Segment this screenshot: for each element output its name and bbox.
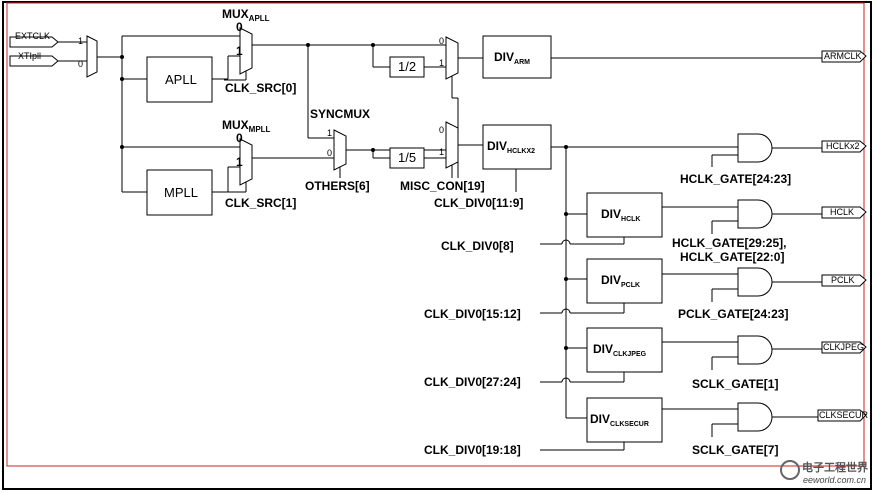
- svg-text:SYNCMUX: SYNCMUX: [310, 107, 370, 121]
- sclk-gate-1-label: SCLK_GATE[1]: [692, 377, 778, 391]
- svg-text:eeworld.com.cn: eeworld.com.cn: [803, 475, 866, 485]
- mux-mpll: MUXMPLL 0 1: [222, 118, 271, 186]
- svg-text:ARMCLK: ARMCLK: [824, 51, 862, 61]
- div-clkjpeg: DIVCLKJPEG: [586, 327, 663, 373]
- svg-text:1: 1: [439, 58, 444, 68]
- hclk-gate-22-0-label: HCLK_GATE[22:0]: [680, 250, 784, 264]
- mux-apll: MUXAPLL 0 1: [222, 7, 270, 75]
- svg-text:1/2: 1/2: [398, 59, 416, 74]
- svg-text:DIVHCLK: DIVHCLK: [601, 207, 640, 223]
- svg-text:HCLK: HCLK: [830, 207, 854, 217]
- div-half: 1/2: [389, 56, 425, 78]
- hclk-gate-24-23-label: HCLK_GATE[24:23]: [680, 172, 791, 186]
- syncmux: SYNCMUX 1 0: [310, 107, 370, 171]
- svg-text:0: 0: [439, 36, 444, 46]
- and-gate-clkjpeg: [737, 335, 773, 365]
- svg-text:0: 0: [439, 125, 444, 135]
- pclk-gate-24-23-label: PCLK_GATE[24:23]: [678, 307, 788, 321]
- inner-frame: [6, 2, 865, 467]
- and-gate-hclkx2: [737, 133, 773, 163]
- div-hclkx2: DIVHCLKX2: [482, 124, 552, 170]
- output-clkjpeg: CLKJPEG: [821, 341, 867, 354]
- svg-text:EXTCLK: EXTCLK: [15, 31, 50, 41]
- div-arm: DIVARM: [482, 35, 552, 79]
- clk-div0-8-label: CLK_DIV0[8]: [441, 239, 514, 253]
- misc-con19-label: MISC_CON[19]: [400, 179, 485, 193]
- clk-div0-15-12-label: CLK_DIV0[15:12]: [424, 307, 521, 321]
- sclk-gate-7-label: SCLK_GATE[7]: [692, 443, 778, 457]
- clk-div0-19-18-label: CLK_DIV0[19:18]: [424, 443, 521, 457]
- hclk-gate-29-25-label: HCLK_GATE[29:25],: [672, 236, 786, 250]
- svg-text:XTIpll: XTIpll: [18, 51, 41, 61]
- svg-text:APLL: APLL: [165, 72, 197, 87]
- input-mux: 1 0: [78, 35, 98, 78]
- div-clksecur: DIVCLKSECUR: [586, 397, 663, 443]
- div-fifth: 1/5: [389, 147, 425, 169]
- clk-div0-27-24-label: CLK_DIV0[27:24]: [424, 375, 521, 389]
- eeworld-watermark: 电子工程世界 eeworld.com.cn: [780, 460, 868, 485]
- svg-text:1: 1: [78, 36, 83, 46]
- apll-block: APLL: [146, 56, 213, 103]
- clk-src1-label: CLK_SRC[1]: [225, 196, 296, 210]
- svg-text:0: 0: [327, 148, 332, 158]
- svg-text:DIVCLKSECUR: DIVCLKSECUR: [590, 412, 649, 428]
- and-gate-clksecur: [737, 402, 773, 432]
- output-hclkx2: HCLKx2: [821, 140, 867, 153]
- svg-text:DIVPCLK: DIVPCLK: [601, 273, 640, 289]
- svg-text:MUXMPLL: MUXMPLL: [222, 118, 271, 134]
- clk-div0-11-9-label: CLK_DIV0[11:9]: [434, 196, 523, 210]
- svg-text:1: 1: [236, 155, 243, 169]
- div-pclk: DIVPCLK: [586, 258, 663, 304]
- svg-text:0: 0: [78, 59, 83, 69]
- mux-arm: 0 1: [439, 36, 459, 80]
- svg-text:DIVCLKJPEG: DIVCLKJPEG: [593, 342, 647, 358]
- svg-text:0: 0: [236, 131, 243, 145]
- clk-src0-label: CLK_SRC[0]: [225, 81, 296, 95]
- svg-text:MPLL: MPLL: [164, 185, 198, 200]
- svg-text:1: 1: [327, 128, 332, 138]
- svg-text:PCLK: PCLK: [831, 275, 855, 285]
- svg-text:电子工程世界: 电子工程世界: [802, 460, 868, 474]
- svg-text:DIVHCLKX2: DIVHCLKX2: [487, 139, 535, 155]
- output-pclk: PCLK: [821, 274, 867, 287]
- output-armclk: ARMCLK: [821, 50, 867, 63]
- output-hclk: HCLK: [821, 206, 867, 219]
- mpll-block: MPLL: [146, 169, 213, 216]
- input-extclk: EXTCLK: [9, 31, 59, 48]
- div-hclk: DIVHCLK: [586, 192, 663, 238]
- svg-text:1: 1: [236, 44, 243, 58]
- svg-text:DIVARM: DIVARM: [494, 50, 530, 66]
- and-gate-pclk: [737, 267, 773, 297]
- svg-text:1: 1: [439, 147, 444, 157]
- svg-text:0: 0: [236, 20, 243, 34]
- others6-label: OTHERS[6]: [305, 179, 370, 193]
- svg-text:CLKJPEG: CLKJPEG: [823, 342, 864, 352]
- svg-text:MUXAPLL: MUXAPLL: [222, 7, 270, 23]
- svg-text:1/5: 1/5: [398, 150, 416, 165]
- svg-text:CLKSECUR: CLKSECUR: [819, 410, 869, 420]
- and-gate-hclk: [737, 199, 773, 229]
- output-clksecur: CLKSECUR: [817, 409, 869, 422]
- mux-hclkx2: 0 1: [439, 121, 459, 169]
- svg-text:HCLKx2: HCLKx2: [826, 141, 860, 151]
- input-xtipll: XTIpll: [9, 51, 59, 67]
